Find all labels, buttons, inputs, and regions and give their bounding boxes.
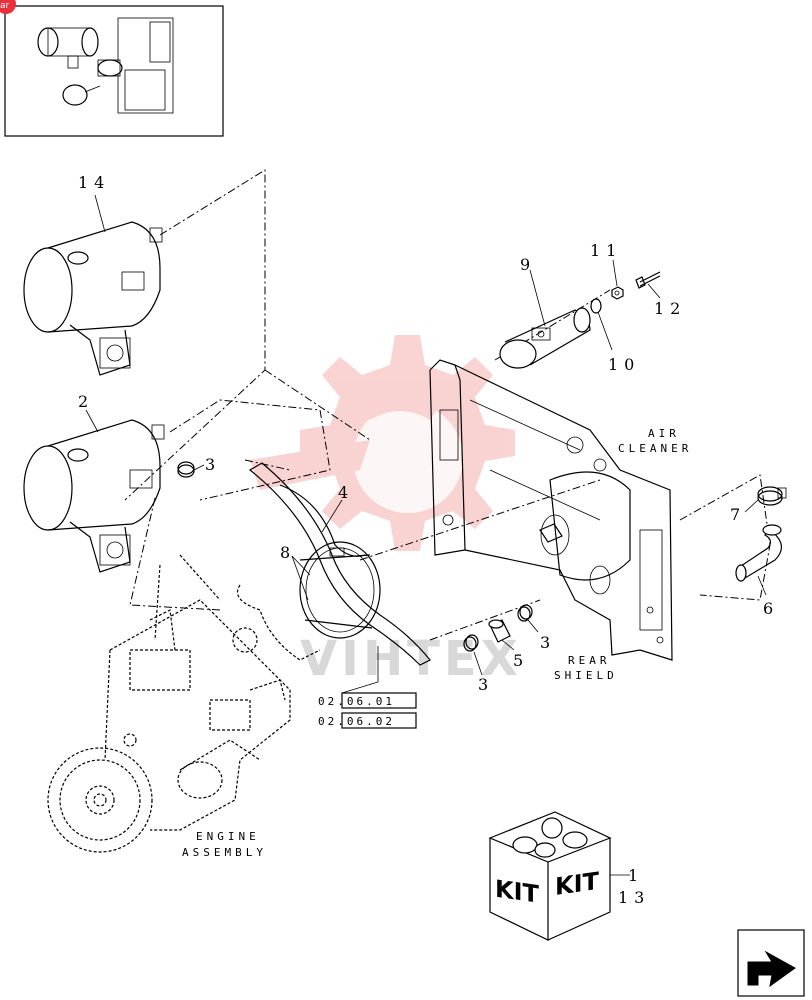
- next-page-arrow-icon: [747, 950, 796, 988]
- engine-assembly-label-line2: ASSEMBLY: [182, 846, 267, 859]
- callout-11: 11: [590, 241, 622, 260]
- bolt: [635, 271, 661, 289]
- hose-band-clamps: [299, 541, 381, 639]
- muffler-lower: [23, 419, 165, 573]
- callout-10: 10: [608, 355, 640, 374]
- air-cleaner-label-line1: AIR: [648, 427, 680, 440]
- watermark-gear-icon: [250, 335, 515, 551]
- clamp-upper: [177, 461, 195, 478]
- next-page-button[interactable]: [737, 929, 805, 997]
- air-cleaner-rear-shield: [429, 359, 673, 661]
- callout-3-upper: 3: [205, 455, 221, 474]
- overview-thumbnail: [4, 5, 224, 137]
- reference-link-2[interactable]: 02.06.02: [318, 715, 395, 728]
- callout-1: 1: [628, 866, 644, 885]
- leader-lines: [85, 194, 767, 876]
- watermark-text: VIHTEX: [300, 631, 522, 687]
- nut: [611, 286, 624, 300]
- callout-5: 5: [513, 651, 529, 670]
- clamp-lower: [463, 634, 479, 652]
- callout-14: 14: [78, 173, 110, 192]
- callout-7: 7: [730, 505, 746, 524]
- kit-label-right: KIT: [555, 867, 599, 901]
- clamp-middle: [517, 604, 533, 622]
- callout-6: 6: [763, 599, 779, 618]
- kit-box: [488, 811, 612, 941]
- rear-shield-label-line1: REAR: [568, 654, 611, 667]
- reference-link-1[interactable]: 02.06.01: [318, 695, 395, 708]
- tube-coupler: [488, 619, 511, 643]
- engine-assembly: [47, 554, 291, 853]
- pre-cleaner: [499, 307, 591, 369]
- reference-boxes: [341, 692, 417, 729]
- muffler-upper: [23, 221, 163, 376]
- callout-4: 4: [338, 483, 354, 502]
- rear-shield-label-line2: SHIELD: [554, 669, 618, 682]
- status-badge-text: ar: [0, 1, 10, 11]
- elbow-hose: [735, 524, 782, 582]
- callout-3-lower: 3: [478, 675, 494, 694]
- callout-3-middle: 3: [540, 633, 556, 652]
- washer: [590, 298, 602, 314]
- callout-12: 12: [654, 299, 686, 318]
- status-badge: [0, 0, 16, 14]
- callout-2: 2: [78, 392, 94, 411]
- engine-assembly-label-line1: ENGINE: [196, 830, 260, 843]
- kit-label-left: KIT: [495, 875, 539, 909]
- hose-clamp: [757, 486, 787, 506]
- callout-13: 13: [618, 888, 650, 907]
- air-cleaner-label-line2: CLEANER: [618, 442, 692, 455]
- callout-9: 9: [520, 255, 536, 274]
- callout-8: 8: [280, 543, 296, 562]
